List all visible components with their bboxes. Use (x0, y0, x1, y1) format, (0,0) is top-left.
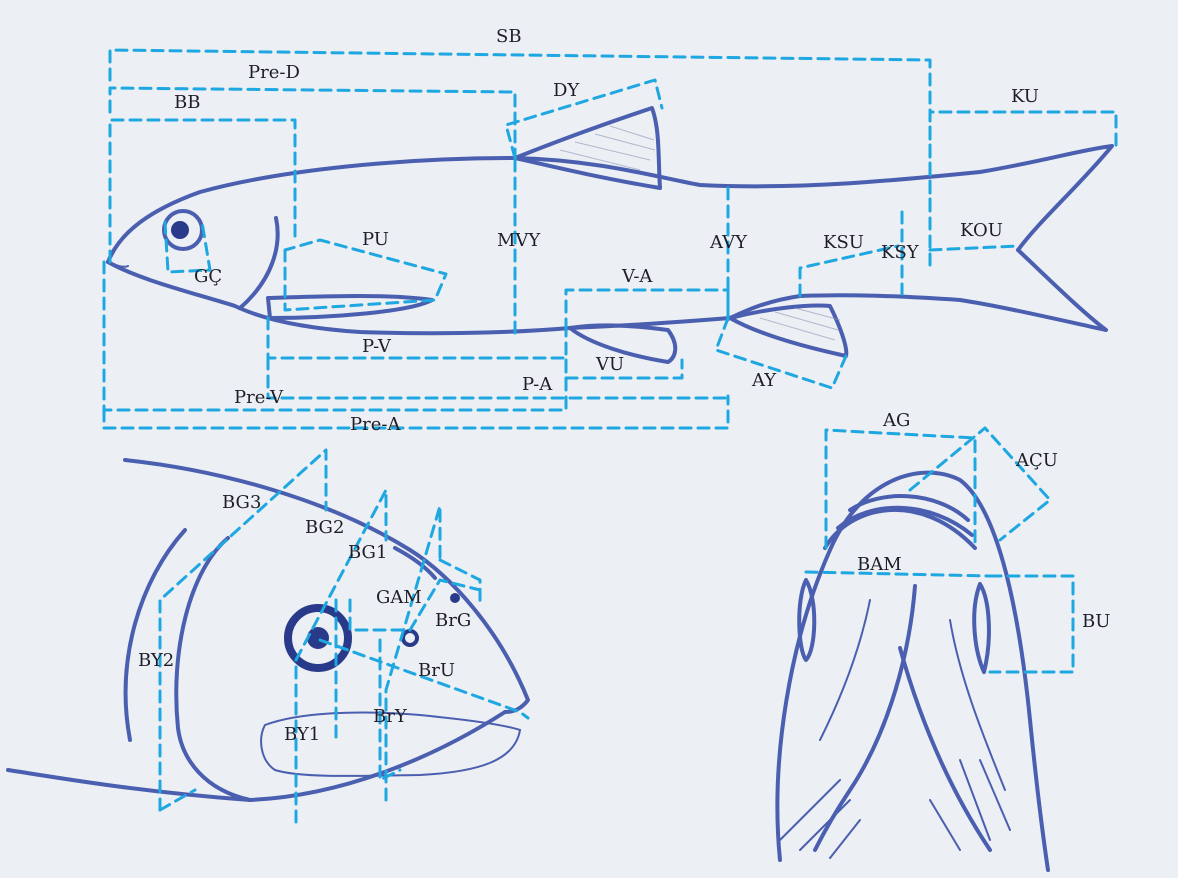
dy-bracket (506, 80, 662, 158)
dorsal-left-eye (799, 580, 814, 660)
label-pre-a: Pre-A (350, 414, 401, 435)
label-acu: AÇU (1015, 450, 1058, 471)
label-ay: AY (751, 370, 777, 391)
fish-body-dorsal-outline (108, 146, 1112, 262)
label-bam: BAM (857, 554, 902, 575)
kou-bracket (930, 246, 1018, 250)
label-avy: AVY (709, 232, 748, 253)
label-by1: BY1 (284, 724, 320, 745)
label-pre-d: Pre-D (248, 62, 300, 83)
label-pre-v: Pre-V (234, 387, 284, 408)
label-bb: BB (174, 92, 200, 113)
label-bry: BrY (373, 706, 408, 727)
head-eye-pupil (307, 627, 329, 649)
fish-pectoral-fin (268, 296, 432, 318)
dorsal-right-eye (974, 584, 989, 672)
fish-operculum (240, 218, 278, 308)
head-operculum-curve (176, 538, 250, 800)
pre-d-bracket (110, 88, 515, 158)
label-bu: BU (1082, 611, 1110, 632)
fish-tail-lower-lobe (800, 250, 1106, 330)
fish-dorsal-fin (515, 108, 660, 188)
label-ag: AG (882, 410, 910, 431)
label-vu: VU (595, 354, 624, 375)
label-ksu: KSU (823, 232, 864, 253)
head-nostril-small (450, 593, 460, 603)
label-brg: BrG (435, 610, 471, 631)
label-gc: GÇ (194, 266, 222, 287)
label-pu: PU (362, 229, 389, 250)
pre-a-bracket (104, 396, 728, 428)
label-gam: GAM (376, 587, 422, 608)
bu-bracket (990, 576, 1073, 672)
label-sb: SB (496, 26, 522, 47)
fish-anal-fin (730, 306, 846, 357)
label-pv: P-V (362, 336, 392, 357)
label-ksy: KSY (881, 242, 920, 263)
label-by2: BY2 (138, 650, 174, 671)
label-ku: KU (1011, 86, 1039, 107)
head-underside (8, 712, 505, 800)
label-va: V-A (621, 266, 653, 287)
label-bg3: BG3 (222, 492, 261, 513)
dorsal-right-gill (900, 648, 990, 850)
label-mvy: MVY (497, 230, 541, 251)
acu-bracket (910, 428, 1050, 540)
label-bg1: BG1 (348, 542, 387, 563)
pre-v-bracket (104, 262, 566, 410)
head-nostril (403, 631, 417, 645)
label-bru: BrU (418, 660, 455, 681)
head-dorsal-profile (125, 460, 528, 712)
pv-bracket (268, 318, 566, 358)
label-dy: DY (553, 80, 580, 101)
fish-eye-pupil (171, 221, 189, 239)
label-pa: P-A (522, 374, 553, 395)
label-bg2: BG2 (305, 517, 344, 538)
label-kou: KOU (960, 220, 1003, 241)
labels: SB Pre-D BB DY KU GÇ PU MVY AVY KSU KSY … (138, 26, 1110, 745)
ku-bracket (930, 112, 1116, 210)
